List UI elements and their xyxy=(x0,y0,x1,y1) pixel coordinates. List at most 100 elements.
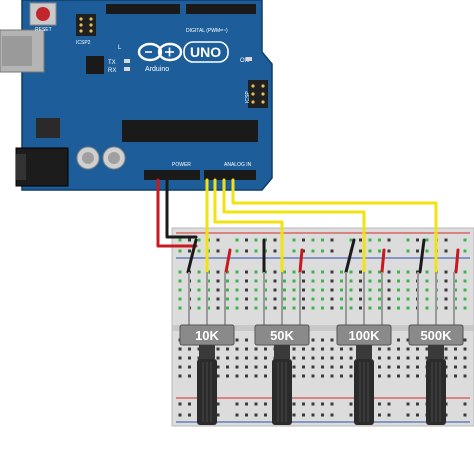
breadboard-hole xyxy=(216,413,220,417)
breadboard-hole xyxy=(283,270,286,274)
breadboard-hole xyxy=(197,306,201,310)
breadboard-hole xyxy=(349,238,353,242)
breadboard-hole xyxy=(311,365,315,369)
wire-a1-yellow xyxy=(213,178,284,274)
breadboard-hole xyxy=(254,402,258,406)
breadboard-hole xyxy=(245,306,248,310)
breadboard-hole xyxy=(378,413,381,417)
breadboard-hole xyxy=(406,279,410,283)
breadboard-hole xyxy=(321,347,324,351)
breadboard-hole xyxy=(302,402,305,406)
breadboard-hole xyxy=(368,270,372,274)
breadboard-hole xyxy=(245,402,248,406)
breadboard-hole xyxy=(273,306,277,310)
breadboard-hole xyxy=(416,347,419,351)
jumper-5v-pot4 xyxy=(454,248,460,274)
icsp2-header xyxy=(76,14,96,36)
breadboard-hole xyxy=(340,356,343,360)
breadboard-hole xyxy=(178,374,182,378)
breadboard-hole xyxy=(463,374,467,378)
breadboard-hole xyxy=(330,347,334,351)
breadboard-hole xyxy=(321,374,324,378)
breadboard-hole xyxy=(226,356,229,360)
breadboard-hole xyxy=(207,297,210,301)
breadboard-hole xyxy=(330,402,334,406)
breadboard-hole xyxy=(378,249,381,253)
breadboard-hole xyxy=(368,306,372,310)
breadboard-hole xyxy=(397,338,400,342)
breadboard-hole xyxy=(397,270,400,274)
breadboard-hole xyxy=(349,270,353,274)
breadboard-hole xyxy=(178,347,182,351)
breadboard-hole xyxy=(359,249,362,253)
breadboard-hole xyxy=(397,347,400,351)
breadboard-hole xyxy=(226,365,229,369)
jumper-gnd-pot4 xyxy=(418,238,426,274)
breadboard-hole xyxy=(340,270,343,274)
breadboard-hole xyxy=(387,306,391,310)
breadboard-hole xyxy=(245,288,248,292)
breadboard-hole xyxy=(311,338,315,342)
breadboard-hole xyxy=(359,306,362,310)
breadboard-hole xyxy=(406,402,410,406)
breadboard-hole xyxy=(444,279,448,283)
wire-a3-yellow xyxy=(231,178,438,274)
power-header xyxy=(144,170,200,180)
breadboard-hole xyxy=(397,365,400,369)
jumper-gnd-pot1 xyxy=(186,238,198,274)
potentiometer-leg xyxy=(263,272,265,326)
breadboard-hole xyxy=(416,413,419,417)
breadboard-hole xyxy=(378,270,381,274)
breadboard-hole xyxy=(235,402,239,406)
breadboard-hole xyxy=(273,288,277,292)
breadboard-hole xyxy=(311,238,315,242)
potentiometer-leg xyxy=(299,272,301,326)
breadboard-hole xyxy=(397,306,400,310)
breadboard-hole xyxy=(321,306,324,310)
potentiometer-label: 50K xyxy=(270,328,294,343)
breadboard-hole xyxy=(330,306,334,310)
breadboard-hole xyxy=(463,238,467,242)
breadboard-hole xyxy=(463,347,467,351)
breadboard-hole xyxy=(330,338,334,342)
led-rx-label: RX xyxy=(108,68,116,74)
breadboard-hole xyxy=(406,338,410,342)
breadboard-hole xyxy=(226,297,229,301)
breadboard-hole xyxy=(311,249,315,253)
breadboard-hole xyxy=(340,288,343,292)
breadboard-hole xyxy=(216,306,220,310)
breadboard-hole xyxy=(302,356,305,360)
breadboard-hole xyxy=(340,347,343,351)
breadboard-hole xyxy=(406,297,410,301)
breadboard-hole xyxy=(197,297,201,301)
breadboard-hole xyxy=(425,347,429,351)
breadboard-hole xyxy=(283,288,286,292)
uno-label: UNO xyxy=(190,44,221,60)
breadboard-hole xyxy=(273,297,277,301)
breadboard-hole xyxy=(378,402,381,406)
icsp2-label: ICSP2 xyxy=(76,40,91,46)
breadboard-hole xyxy=(454,374,457,378)
breadboard-hole xyxy=(235,347,239,351)
breadboard-hole xyxy=(178,413,182,417)
breadboard-hole xyxy=(368,297,372,301)
breadboard-hole xyxy=(387,402,391,406)
breadboard-hole xyxy=(330,365,334,369)
breadboard-hole xyxy=(245,374,248,378)
breadboard-hole xyxy=(321,238,324,242)
breadboard-hole xyxy=(264,279,267,283)
breadboard-hole xyxy=(226,288,229,292)
breadboard-hole xyxy=(292,365,296,369)
breadboard-hole xyxy=(387,238,391,242)
breadboard-hole xyxy=(330,413,334,417)
breadboard-hole xyxy=(216,270,220,274)
breadboard-hole xyxy=(359,270,362,274)
breadboard-hole xyxy=(349,297,353,301)
breadboard-hole xyxy=(340,365,343,369)
potentiometer-shaft-base xyxy=(428,345,444,359)
breadboard-hole xyxy=(197,270,201,274)
breadboard-hole xyxy=(302,249,305,253)
breadboard-hole xyxy=(454,347,457,351)
breadboard-hole xyxy=(235,338,239,342)
